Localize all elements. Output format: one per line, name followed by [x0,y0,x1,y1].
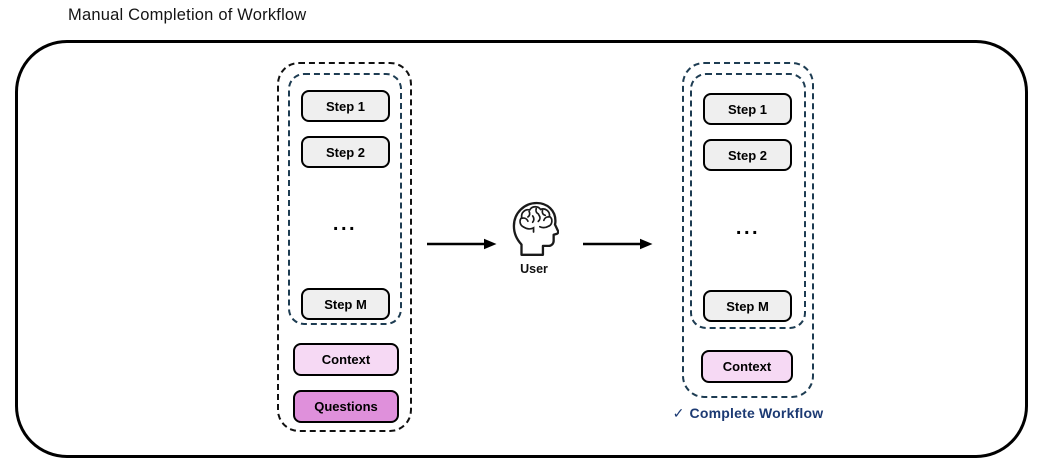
context-box: Context [293,343,399,376]
step-box: Step 2 [301,136,390,168]
step-box: Step M [703,290,792,322]
user-brain-icon [512,201,559,256]
arrow-right-icon [583,238,653,250]
steps-cluster-input: Step 1 Step 2 ... Step M [288,73,402,325]
complete-workflow-status: ✓Complete Workflow [662,405,834,422]
status-label: Complete Workflow [689,405,824,421]
diagram-frame [15,40,1028,458]
steps-cluster-output: Step 1 Step 2 ... Step M [690,73,806,329]
context-box: Context [701,350,793,383]
ellipsis: ... [332,213,358,235]
step-box: Step M [301,288,390,320]
step-box: Step 1 [301,90,390,122]
user-figure: User [503,199,565,276]
ellipsis: ... [735,217,761,239]
diagram-title: Manual Completion of Workflow [68,6,307,24]
arrow-right-icon [427,238,497,250]
workflow-group-output: Step 1 Step 2 ... Step M Context [682,62,814,398]
step-box: Step 2 [703,139,792,171]
questions-box: Questions [293,390,399,423]
checkmark-icon: ✓ [672,405,685,421]
user-label: User [520,262,548,276]
step-box: Step 1 [703,93,792,125]
workflow-group-input: Step 1 Step 2 ... Step M Context Questio… [277,62,412,432]
